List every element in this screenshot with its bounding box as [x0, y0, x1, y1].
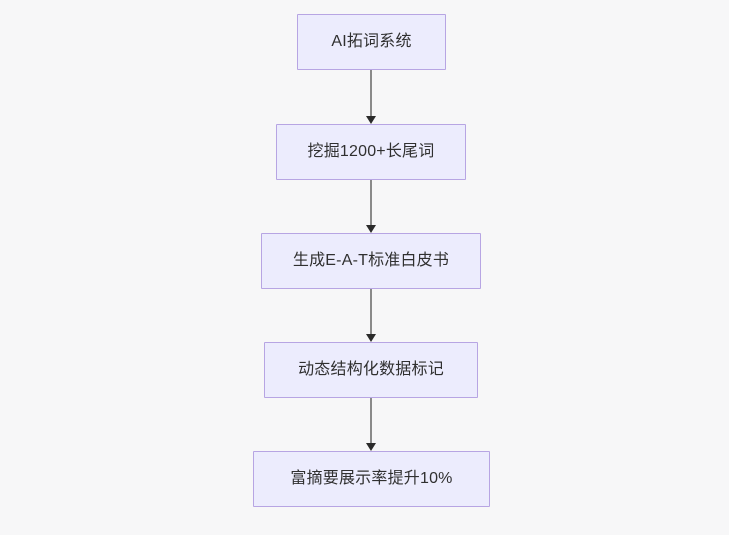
- edge-line: [370, 398, 372, 443]
- flow-node-label: AI拓词系统: [331, 33, 412, 51]
- flow-node-generate-eat-whitepaper[interactable]: 生成E-A-T标准白皮书: [261, 233, 481, 289]
- edge-line: [370, 180, 372, 225]
- flow-node-rich-snippet-rate-increase[interactable]: 富摘要展示率提升10%: [253, 451, 490, 507]
- flow-node-label: 动态结构化数据标记: [298, 361, 444, 379]
- flow-node-ai-keyword-system[interactable]: AI拓词系统: [297, 14, 446, 70]
- flow-node-label: 生成E-A-T标准白皮书: [292, 252, 450, 270]
- flow-node-label: 挖掘1200+长尾词: [307, 143, 435, 161]
- arrowhead-icon: [366, 116, 376, 124]
- arrowhead-icon: [366, 443, 376, 451]
- edge-line: [370, 289, 372, 334]
- flow-node-label: 富摘要展示率提升10%: [290, 470, 453, 488]
- arrowhead-icon: [366, 225, 376, 233]
- flow-node-dynamic-structured-data-markup[interactable]: 动态结构化数据标记: [264, 342, 478, 398]
- arrowhead-icon: [366, 334, 376, 342]
- flow-node-mine-longtail-keywords[interactable]: 挖掘1200+长尾词: [276, 124, 466, 180]
- edge-line: [370, 70, 372, 116]
